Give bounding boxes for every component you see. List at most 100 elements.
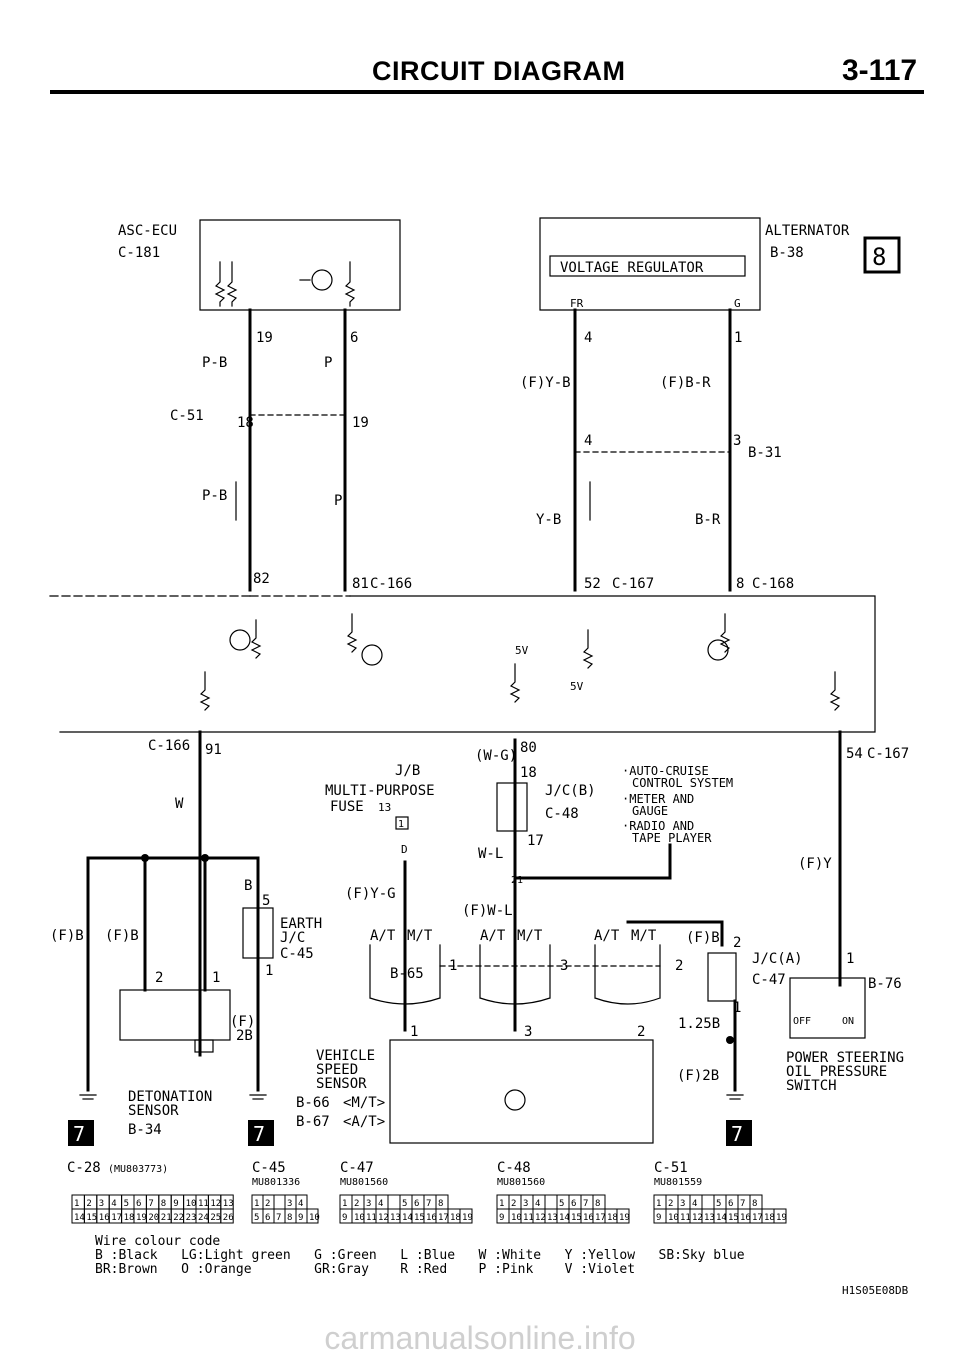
- wire-fb1: (F)B: [50, 928, 84, 944]
- jcb-label: J/C(B): [545, 783, 596, 799]
- connector-c45: C-45: [280, 946, 314, 962]
- wire-f2b: (F)2B: [677, 1068, 719, 1084]
- pin-1c: 1: [265, 963, 273, 979]
- c48-pin: 6: [571, 1199, 576, 1209]
- connector-c181: C-181: [118, 245, 160, 261]
- terminal-fr: FR: [570, 297, 584, 310]
- voltage-5v-b: 5V: [570, 680, 584, 693]
- c51-cell: [773, 1208, 787, 1224]
- c45-pin: 6: [265, 1213, 270, 1223]
- vss-label-1: VEHICLE: [316, 1048, 375, 1064]
- pin-91: 91: [205, 742, 222, 758]
- wire-fb2: (F)B: [105, 928, 139, 944]
- c47-cell: [387, 1194, 401, 1210]
- c28-pin: 13: [223, 1199, 234, 1209]
- wire-125b: 1.25B: [678, 1016, 720, 1032]
- page-ref-8: 8: [872, 243, 886, 271]
- jc-label: J/C: [280, 930, 305, 946]
- circuit-diagram: ASC-ECU C-181 ALTERNATOR B-38 8 VOLTAGE …: [49, 217, 909, 1297]
- c51-pin: 13: [704, 1213, 715, 1223]
- c28-pin: 22: [173, 1213, 184, 1223]
- c48-pin: 16: [583, 1213, 594, 1223]
- pin-1e: 1: [449, 958, 457, 974]
- c45-cell: [273, 1194, 286, 1210]
- at-2: A/T: [480, 928, 506, 944]
- pin-17: 17: [527, 833, 544, 849]
- pin-82: 82: [253, 571, 270, 587]
- page-ref-7c: 7: [731, 1122, 743, 1146]
- c28-pin: 20: [148, 1213, 159, 1223]
- c47-pin: 11: [366, 1213, 377, 1223]
- c28-pin: 9: [173, 1199, 178, 1209]
- c47-pin: 10: [354, 1213, 365, 1223]
- pin-3b: 3: [560, 958, 568, 974]
- pin-18: 18: [237, 415, 254, 431]
- c51-pin: 18: [764, 1213, 775, 1223]
- connector-c167: C-167: [612, 576, 654, 592]
- c48-pin: 14: [559, 1213, 570, 1223]
- c28-pin: 15: [86, 1213, 97, 1223]
- wire-b: B: [244, 878, 252, 894]
- detonation-label-2: SENSOR: [128, 1103, 179, 1119]
- ps-label-1: POWER STEERING: [786, 1050, 904, 1066]
- c28-cell: [220, 1208, 234, 1224]
- pin-6: 6: [350, 330, 358, 346]
- c51-pin: 11: [680, 1213, 691, 1223]
- jca-label: J/C(A): [752, 951, 803, 967]
- c28-pin: 7: [148, 1199, 153, 1209]
- connector-b65: B-65: [390, 966, 424, 982]
- connector-c48b: C-48: [497, 1160, 531, 1176]
- c47-pin: 13: [390, 1213, 401, 1223]
- c48-cell: [544, 1194, 558, 1210]
- page-ref-7a: 7: [73, 1122, 85, 1146]
- c48-pin: 7: [583, 1199, 588, 1209]
- c47-pin: 8: [438, 1199, 443, 1209]
- tape-player: TAPE PLAYER: [632, 831, 712, 845]
- wire-br: B-R: [695, 512, 721, 528]
- earth-label: EARTH: [280, 916, 322, 932]
- c48-pin: 15: [571, 1213, 582, 1223]
- diagram-code: H1S05E08DB: [842, 1284, 909, 1297]
- c28-pin: 4: [111, 1199, 116, 1209]
- c51-pin: 12: [692, 1213, 703, 1223]
- c51-pin: 14: [716, 1213, 727, 1223]
- connector-c166b: C-166: [148, 738, 190, 754]
- connector-b76: B-76: [868, 976, 902, 992]
- pin-8: 8: [736, 576, 744, 592]
- pin-1d: 1: [212, 970, 220, 986]
- pin-1f: 1: [846, 951, 854, 967]
- c48-pin: 19: [619, 1213, 630, 1223]
- at-1: A/T: [370, 928, 396, 944]
- wire-fy: (F)Y: [798, 856, 832, 872]
- c47-pin: 9: [342, 1213, 347, 1223]
- c47-pin: 14: [402, 1213, 413, 1223]
- c28-pin: 26: [223, 1213, 234, 1223]
- pin-2d: 2: [637, 1024, 645, 1040]
- c28-pin: 2: [86, 1199, 91, 1209]
- wire-fwl: (F)W-L: [462, 903, 513, 919]
- c51-pin: 9: [656, 1213, 661, 1223]
- c28-pin: 14: [74, 1213, 85, 1223]
- pin-4: 4: [584, 330, 592, 346]
- wire-pb-upper: P-B: [202, 355, 227, 371]
- c51-pin: 4: [692, 1199, 697, 1209]
- c51-cell: [701, 1194, 715, 1210]
- wire-colour-title: Wire colour code: [95, 1234, 220, 1249]
- pin-19: 19: [256, 330, 273, 346]
- part-mu801560b: MU801560: [497, 1177, 545, 1188]
- c47-pin: 5: [402, 1199, 407, 1209]
- c48-pin: 3: [523, 1199, 528, 1209]
- wire-wg: (W-G): [475, 748, 517, 764]
- c28-pin: 18: [124, 1213, 135, 1223]
- c28-pin: 24: [198, 1213, 209, 1223]
- c45-cell: [306, 1208, 319, 1224]
- connector-b34: B-34: [128, 1122, 162, 1138]
- c45-pin: 3: [287, 1199, 292, 1209]
- connector-c48: C-48: [545, 806, 579, 822]
- c48-pin: 8: [595, 1199, 600, 1209]
- connector-b67: B-67: [296, 1114, 330, 1130]
- connector-c45b: C-45: [252, 1160, 286, 1176]
- connector-c51b: C-51: [654, 1160, 688, 1176]
- pin-19b: 19: [352, 415, 369, 431]
- pin-54: 54: [846, 746, 863, 762]
